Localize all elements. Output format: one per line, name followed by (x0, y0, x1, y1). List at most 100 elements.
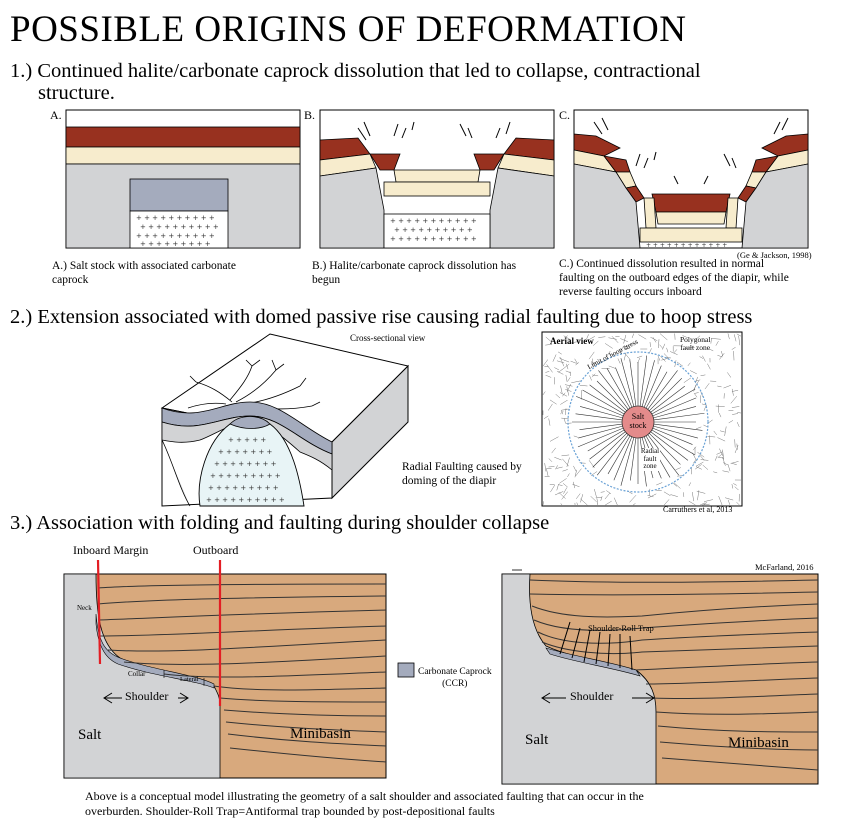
polygonal-fault-segment (676, 361, 683, 367)
polygonal-fault-segment (736, 443, 738, 450)
caption-c: C.) Continued dissolution resulted in no… (559, 257, 859, 299)
svg-text:+ + + + + + + + + +: + + + + + + + + + + (394, 226, 473, 234)
panel-a-diagram: + + + + + + + + + + + + + + + + + + + + … (65, 109, 301, 249)
salt-stock-label: Salt stock (627, 412, 649, 430)
polygonal-fault-segment (738, 335, 741, 346)
caption-c-line2: faulting on the outboard edges of the di… (559, 272, 789, 284)
polygonal-fault-segment (563, 335, 572, 341)
minibasin-label-right: Minibasin (728, 735, 789, 751)
polygonal-fault-segment (695, 335, 701, 341)
caption-b-line1: B.) Halite/carbonate caprock dissolution… (312, 260, 517, 272)
polygonal-fault-segment (559, 478, 567, 484)
polygonal-fault-segment (697, 490, 700, 501)
bottom-caption-line1: Above is a conceptual model illustrating… (85, 789, 644, 803)
svg-text:+ + + + + + + +: + + + + + + + + (214, 460, 277, 468)
polygonal-fault-segment (594, 488, 597, 498)
polygonal-fault-segment (737, 412, 742, 414)
polygonal-fault-segment (695, 461, 704, 467)
polygonal-fault-segment (649, 342, 651, 347)
polygonal-fault-segment (696, 490, 706, 494)
svg-text:+ + + + + + + + + + +: + + + + + + + + + + + (390, 235, 477, 243)
polygonal-fault-segment (734, 486, 739, 491)
radial-fault-line (649, 433, 681, 465)
polygonal-fault-segment (562, 469, 568, 472)
radial-fault-line (641, 360, 655, 407)
polygonal-fault-segment (542, 391, 546, 396)
polygonal-fault-segment (559, 392, 568, 397)
polygonal-fault-segment (731, 484, 734, 489)
section3-heading: 3.) Association with folding and faultin… (10, 512, 550, 534)
polygonal-fault-segment (588, 351, 595, 360)
polygonal-fault-segment (674, 360, 677, 368)
polygonal-fault-segment (558, 484, 563, 486)
polygonal-fault-segment (730, 461, 739, 464)
aerial-view-label: Aerial view (550, 336, 594, 346)
polygonal-fault-segment (604, 343, 613, 349)
radial-fault-line (606, 368, 631, 409)
svg-text:+ + + + + + + + + + + +: + + + + + + + + + + + + (646, 242, 727, 249)
polygonal-fault-segment (562, 483, 568, 488)
polygonal-fault-segment (551, 447, 556, 454)
shoulder-diagram-right (501, 569, 819, 785)
polygonal-fault-segment (600, 496, 603, 501)
radial-fault-line (596, 380, 627, 411)
polygonal-fault-segment (722, 462, 729, 466)
radial-fault-line (651, 429, 696, 456)
polygonal-fault-segment (598, 336, 606, 338)
polygonal-fault-segment (550, 484, 556, 493)
neck-label: Neck (77, 604, 92, 612)
polygonal-fault-segment (727, 372, 732, 378)
radial-fault-line (630, 437, 637, 481)
polygonal-fault-segment (650, 336, 658, 341)
svg-text:+ + + + + + + + +: + + + + + + + + + (208, 484, 279, 492)
polygonal-fault-segment (565, 370, 572, 374)
radial-fault-line (647, 434, 680, 476)
polygonal-fault-segment (673, 482, 681, 489)
polygonal-fault-segment (731, 388, 734, 396)
polygonal-fault-segment (652, 337, 657, 343)
panel-c-letter: C. (559, 108, 571, 122)
polygonal-fault-segment (695, 379, 701, 382)
svg-text:+ + + + +: + + + + + (228, 436, 266, 444)
caption-a-line1: A.) Salt stock with associated carbonate (52, 260, 236, 272)
polygonal-fault-segment (587, 336, 595, 341)
panel-b-letter: B. (304, 108, 316, 122)
radial-fault-line (651, 388, 696, 415)
polygonal-fault-segment (727, 464, 731, 472)
polygonal-fault-segment (659, 344, 664, 349)
legend-line2: (CCR) (442, 679, 468, 689)
salt-label-left: Salt (78, 727, 102, 743)
polygonal-fault-segment (617, 358, 621, 364)
salt-label-right: Salt (525, 732, 549, 748)
radial-fault-line (578, 425, 623, 439)
radial-fault-line (650, 431, 689, 461)
polygonal-fault-segment (722, 456, 726, 466)
polygonal-fault-segment (547, 403, 553, 411)
polygonal-fault-segment (560, 409, 564, 415)
polygonal-fault-segment (620, 338, 629, 342)
polygonal-fault-segment (554, 456, 562, 461)
polygonal-fault-segment (723, 384, 732, 389)
polygonal-fault-segment (736, 421, 740, 428)
panel-c-diagram: + + + + + + + + + + + + (573, 109, 809, 249)
polygonal-fault-segment (660, 356, 666, 362)
polygonal-fault-segment (554, 367, 559, 371)
radial-fault-line (653, 406, 697, 419)
polygonal-fault-segment (620, 344, 625, 352)
radial-fault-line (639, 355, 648, 407)
polygonal-fault-segment (699, 454, 705, 461)
polygonal-fault-segment (569, 371, 571, 377)
polygonal-fault-segment (727, 499, 731, 505)
salt-stock-line1: Salt (631, 412, 645, 421)
radial-zone-line1: Radial (640, 447, 660, 455)
polygonal-fault-segment (545, 374, 552, 378)
polygonal-fault-segment (545, 371, 550, 373)
radial-fault-line (643, 365, 662, 408)
polygonal-fault-segment (704, 383, 710, 390)
polygonal-fault-segment (694, 392, 699, 394)
page-title: POSSIBLE ORIGINS OF DEFORMATION (10, 9, 687, 50)
polygonal-fault-segment (568, 341, 578, 344)
polygonal-fault-segment (710, 337, 712, 344)
polygonal-fault-segment (636, 355, 643, 359)
polygonal-fault-segment (661, 357, 669, 361)
